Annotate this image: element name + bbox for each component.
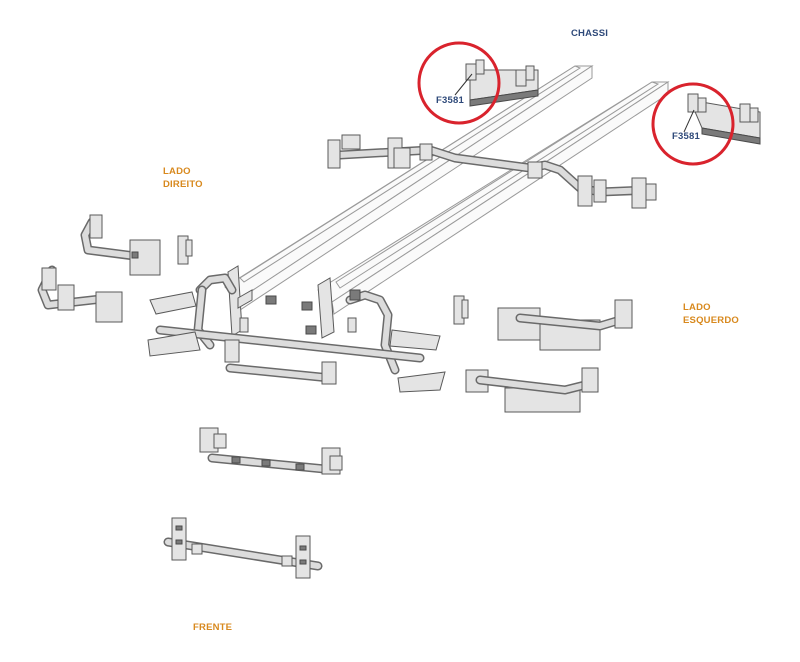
lado-direito-label-line2: DIREITO — [163, 179, 203, 190]
lado-direito-label-line1: LADO — [163, 166, 191, 177]
left-side-step-lower — [465, 367, 599, 413]
part-code-left: F3581 — [436, 95, 464, 106]
rear-crossbar — [327, 134, 657, 209]
front-crossbar-upper — [199, 427, 343, 475]
front-mount-assembly — [147, 273, 446, 393]
left-side-step-upper — [497, 299, 633, 351]
bracket-f3581-right — [683, 93, 761, 145]
bracket-f3581-left — [454, 59, 539, 107]
lado-esquerdo-label-line2: ESQUERDO — [683, 315, 739, 326]
right-side-step-upper — [80, 214, 161, 276]
frente-label: FRENTE — [193, 622, 233, 633]
part-code-right: F3581 — [672, 131, 700, 142]
right-side-step-lower — [37, 265, 123, 323]
chassi-label: CHASSI — [571, 28, 609, 39]
left-small-bracket — [453, 295, 469, 325]
lado-esquerdo-label-line1: LADO — [683, 302, 711, 313]
highlight-circle-left — [417, 41, 501, 125]
front-crossbar-lower — [163, 517, 323, 579]
right-small-bracket — [177, 235, 193, 265]
highlight-circle-right — [651, 82, 735, 166]
